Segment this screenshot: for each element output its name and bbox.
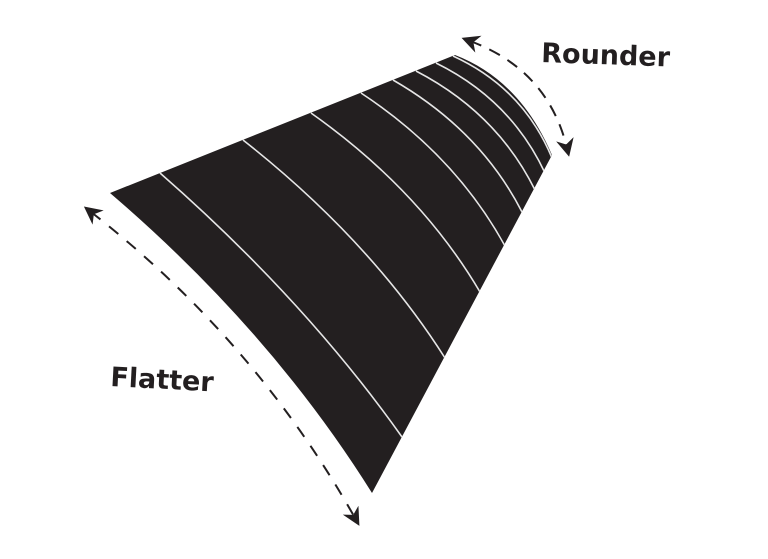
rounder-dashed-arrow <box>461 35 574 157</box>
flatter-label: Flatter <box>110 362 216 398</box>
rounder-label: Rounder <box>541 38 671 73</box>
stripe-4 <box>360 92 506 247</box>
stripe-3 <box>310 112 481 293</box>
flatter-dashed-arrow <box>83 206 360 526</box>
